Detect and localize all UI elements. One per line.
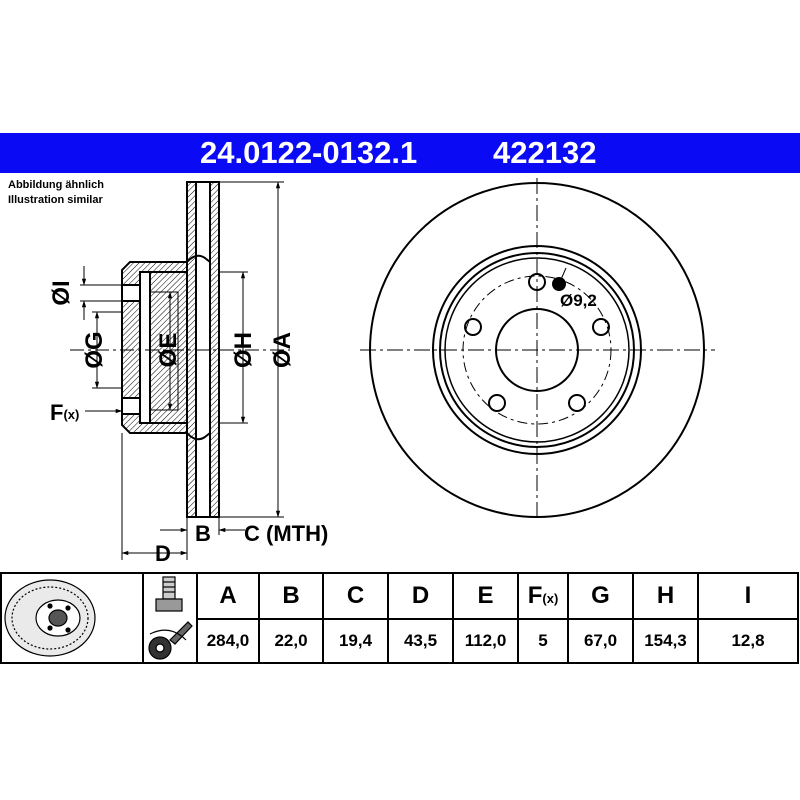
col-header-f: F(x) <box>517 572 569 620</box>
label-b: B <box>195 521 211 546</box>
label-d: D <box>155 541 171 566</box>
col-header-a: A <box>196 572 260 620</box>
label-dia-a: ØA <box>269 332 296 368</box>
reference-number: 422132 <box>493 135 597 170</box>
col-header-g: G <box>567 572 634 620</box>
value-e: 112,0 <box>452 618 519 664</box>
value-f: 5 <box>517 618 569 664</box>
label-bolt-hole: Ø9,2 <box>560 291 597 310</box>
note-line-de: Abbildung ähnlich <box>8 179 104 191</box>
thumbnail-cell <box>0 572 144 664</box>
part-number: 24.0122-0132.1 <box>200 135 418 170</box>
dim-i-lines <box>80 266 122 320</box>
value-g: 67,0 <box>567 618 634 664</box>
header-bar <box>0 133 800 173</box>
col-header-c: C <box>322 572 389 620</box>
dim-bcd-lines <box>85 408 245 560</box>
value-a: 284,0 <box>196 618 260 664</box>
label-c-mth: C (MTH) <box>244 521 328 546</box>
value-h: 154,3 <box>632 618 699 664</box>
specs-header-row: A B C D E F(x) G H I <box>0 572 799 664</box>
disc-front-view <box>360 178 715 522</box>
value-d: 43,5 <box>387 618 454 664</box>
value-i: 12,8 <box>697 618 799 664</box>
label-dia-i: ØI <box>48 280 75 305</box>
col-header-i: I <box>697 572 799 620</box>
label-f: F(x) <box>50 400 79 425</box>
col-header-e: E <box>452 572 519 620</box>
specs-value-row: 284,0 22,0 19,4 43,5 112,0 5 67,0 154,3 … <box>1 618 799 664</box>
label-dia-h: ØH <box>230 332 257 368</box>
icon-cell <box>142 572 198 664</box>
illustration-note: Abbildung ähnlich Illustration similar <box>8 178 104 208</box>
label-dia-e: ØE <box>155 333 182 368</box>
dim-h-lines <box>219 271 248 424</box>
note-line-en: Illustration similar <box>8 194 103 206</box>
col-header-b: B <box>258 572 324 620</box>
dim-g-lines <box>92 311 122 389</box>
dim-a-lines <box>219 181 284 518</box>
label-dia-g: ØG <box>81 331 108 368</box>
specs-table: A B C D E F(x) G H I 284,0 22,0 19,4 43,… <box>0 572 799 664</box>
value-b: 22,0 <box>258 618 324 664</box>
col-header-h: H <box>632 572 699 620</box>
value-c: 19,4 <box>322 618 389 664</box>
col-header-d: D <box>387 572 454 620</box>
